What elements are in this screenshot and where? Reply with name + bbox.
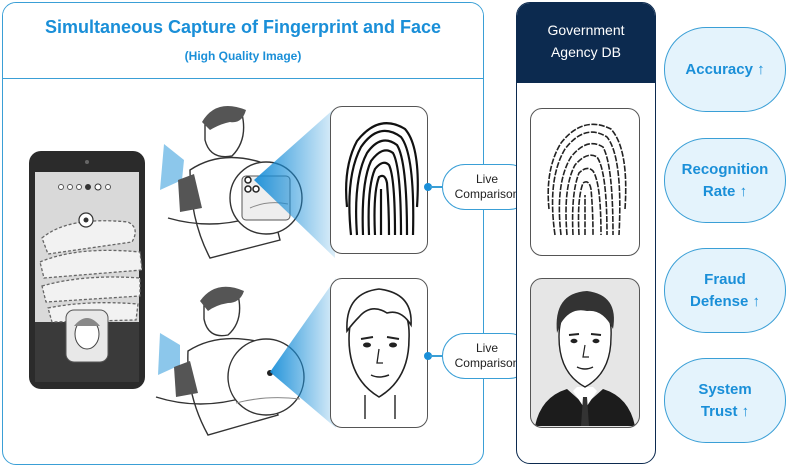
connector-line: [430, 355, 444, 357]
fingerprint-capture-beam: [254, 108, 335, 258]
face-sketch-icon: [346, 288, 412, 419]
fingerprint-icon: [345, 122, 419, 236]
benefit-label: Trust ↑: [700, 402, 750, 420]
db-face-card: [530, 278, 640, 428]
db-title-line1: Government: [547, 22, 625, 38]
live-comparison-label: Comparison: [454, 187, 520, 201]
face-photo-icon: [535, 291, 635, 426]
benefit-accuracy: Accuracy ↑: [664, 27, 786, 112]
capture-subtitle: (High Quality Image): [184, 49, 302, 63]
capture-title: Simultaneous Capture of Fingerprint and …: [44, 17, 442, 37]
fingerprint-icon: [547, 123, 627, 236]
live-face-card: [330, 278, 428, 428]
live-comparison-label: Live: [475, 172, 498, 186]
db-title-line2: Agency DB: [550, 44, 622, 60]
face-capture-beam: [270, 278, 336, 428]
live-comparison-label: Live: [475, 341, 498, 355]
live-fingerprint-card: [330, 106, 428, 254]
hand-outline-icon: [39, 220, 143, 323]
person-face-scan-illustration: [155, 286, 305, 436]
benefit-label: System: [698, 380, 752, 398]
capture-panel-header: Simultaneous Capture of Fingerprint and …: [3, 3, 483, 79]
benefit-label: Accuracy ↑: [685, 60, 765, 78]
benefit-label: Rate ↑: [702, 182, 748, 200]
benefit-label: Recognition: [681, 160, 769, 178]
smartphone-illustration: [29, 151, 145, 389]
benefit-label: Defense ↑: [689, 292, 761, 310]
connector-dot: [424, 352, 432, 360]
connector-line: [430, 186, 444, 188]
progress-dots-icon: [58, 183, 111, 191]
government-db-header: Government Agency DB: [517, 3, 655, 83]
benefit-label: Fraud: [704, 270, 746, 288]
connector-dot: [424, 183, 432, 191]
db-fingerprint-card: [530, 108, 640, 256]
face-thumbnail-icon: [65, 309, 109, 363]
live-comparison-label: Comparison: [454, 356, 520, 370]
